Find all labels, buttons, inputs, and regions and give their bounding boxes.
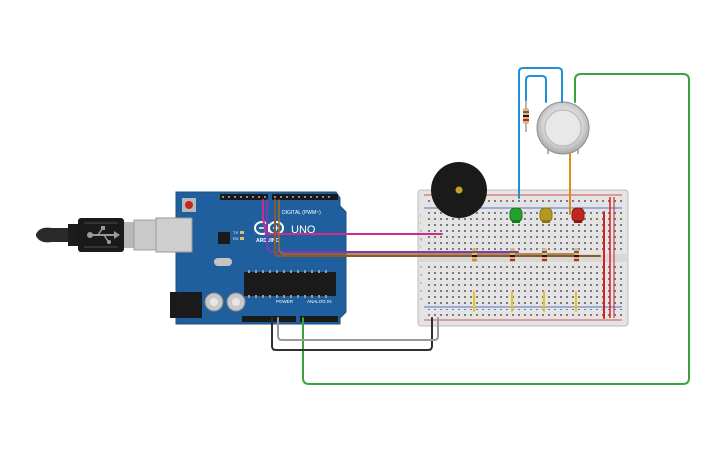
gas-sensor[interactable]	[536, 101, 590, 155]
resistor-1[interactable]	[472, 248, 477, 262]
wire-brown-2[interactable]	[278, 199, 579, 255]
row-label: h	[420, 228, 422, 233]
row-label: g	[420, 236, 422, 241]
wire-blue-2[interactable]	[525, 75, 547, 103]
analog-label: ANALOG IN	[307, 299, 332, 304]
row-labels-left: j i h g f e d c b a	[419, 212, 423, 301]
usb-icon	[87, 226, 120, 244]
wire-black-gnd[interactable]	[271, 317, 433, 351]
wire-green-sensor[interactable]	[302, 73, 690, 385]
wires	[262, 67, 690, 385]
resistor-2[interactable]	[510, 248, 515, 262]
row-label: f	[420, 244, 422, 249]
piezo-buzzer[interactable]	[431, 162, 487, 218]
led-green[interactable]	[509, 207, 523, 223]
digital-label: DIGITAL (PWM~)	[282, 210, 321, 216]
terminal-strip-bottom	[424, 262, 622, 304]
power-label: POWER	[276, 299, 294, 304]
header-analog	[300, 316, 338, 322]
wire-brown[interactable]	[274, 199, 601, 257]
terminal-strip-top	[424, 212, 622, 254]
crystal	[214, 258, 232, 266]
power-rail-bottom	[424, 309, 622, 318]
wire-magenta[interactable]	[262, 199, 443, 235]
rx-label: RX	[233, 236, 239, 241]
usb-cable[interactable]	[36, 218, 159, 252]
led-yellow[interactable]	[539, 207, 553, 223]
header-power	[242, 316, 296, 322]
wire-purple[interactable]	[266, 199, 519, 253]
arduino-uno-board[interactable]: DIGITAL (PWM~) ARDUINO UNO TX RX POWER A…	[155, 191, 347, 325]
microcontroller-chip	[244, 272, 336, 296]
row-label: a	[420, 296, 423, 301]
resistor-4[interactable]	[574, 248, 579, 262]
row-label: c	[420, 280, 422, 285]
usb-chip	[218, 232, 230, 244]
resistor-top[interactable]	[523, 100, 529, 132]
row-label: i	[420, 220, 421, 225]
row-label: d	[420, 272, 422, 277]
center-channel	[418, 254, 628, 262]
led-red[interactable]	[571, 207, 585, 223]
row-label: e	[420, 264, 423, 269]
power-jack	[170, 292, 202, 318]
resistor-3[interactable]	[542, 248, 547, 262]
row-label: j	[419, 212, 421, 217]
tx-label: TX	[233, 230, 238, 235]
power-rail-top	[424, 197, 622, 206]
header-digital-high	[220, 194, 268, 200]
wire-gray[interactable]	[277, 317, 439, 341]
wire-blue-1[interactable]	[518, 67, 563, 199]
row-label: b	[420, 288, 423, 293]
usb-port	[155, 217, 193, 253]
